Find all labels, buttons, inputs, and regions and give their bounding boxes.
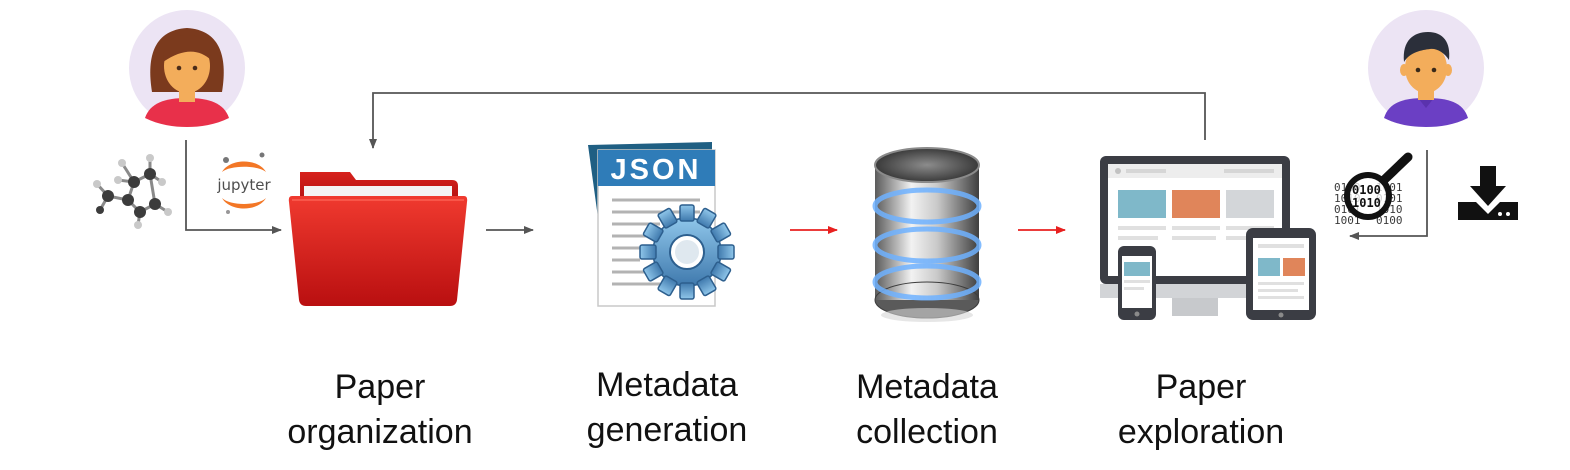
svg-text:0100: 0100 (1352, 183, 1381, 197)
gear-icon (639, 204, 735, 300)
step-label-line: collection (856, 413, 998, 451)
svg-text:0100: 0100 (1376, 214, 1403, 227)
phone-icon (1118, 246, 1156, 320)
svg-text:1010: 1010 (1352, 196, 1381, 210)
step-label-metadata-collection: Metadata collection (797, 365, 1057, 455)
step-label-line: Metadata (596, 366, 738, 404)
step-label-line: Paper (334, 368, 426, 406)
arrow-feedback-loop (369, 92, 1206, 149)
connector-arrows (185, 92, 1428, 240)
database-icon (872, 147, 982, 322)
binary-magnifier-icon: 0100 1010 0101 1001 1001 0101 1010 0100 … (1334, 152, 1413, 227)
arrow-woman-to-folder (185, 140, 282, 234)
arrow-man-to-devices (1349, 150, 1428, 240)
man-avatar-icon (1368, 10, 1484, 127)
woman-avatar-icon (129, 10, 245, 127)
jupyter-logo-icon: jupyter (216, 152, 272, 214)
tablet-icon (1246, 228, 1316, 320)
step-label-line: exploration (1117, 413, 1285, 451)
binary-line-4: 1001 (1334, 214, 1361, 227)
download-icon (1458, 166, 1518, 220)
jupyter-text: jupyter (216, 176, 271, 194)
step-label-line: organization (287, 413, 473, 451)
step-label-metadata-generation: Metadata generation (537, 363, 797, 453)
step-label-paper-organization: Paper organization (250, 365, 510, 455)
folder-icon (288, 172, 468, 306)
step-label-line: generation (586, 411, 748, 449)
step-label-paper-exploration: Paper exploration (1071, 365, 1331, 455)
step-label-line: Metadata (856, 368, 998, 406)
step-label-line: Paper (1155, 368, 1247, 406)
json-text: JSON (611, 154, 702, 186)
